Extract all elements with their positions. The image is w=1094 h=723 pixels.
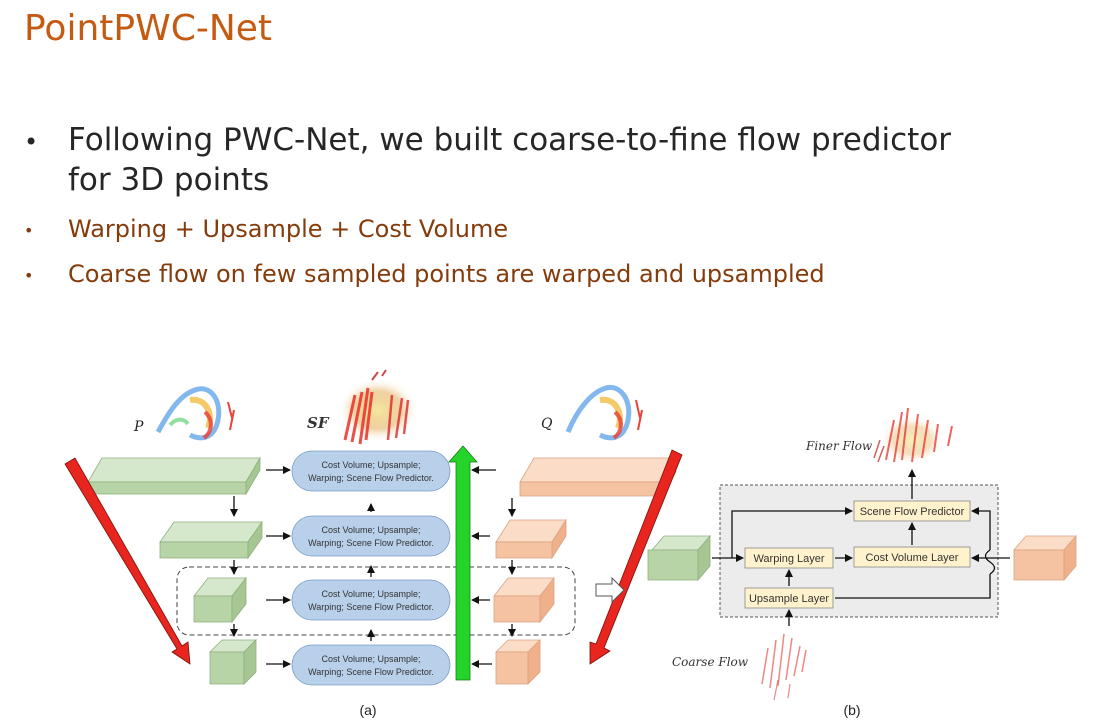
module-level-3: Cost Volume; Upsample; Warping; Scene Fl… <box>291 579 451 621</box>
module-connectors <box>712 469 1010 626</box>
scene-flow-predictor-label: Scene Flow Predictor <box>860 506 965 518</box>
module-text-line1: Cost Volume; Upsample; <box>321 589 420 599</box>
caption-a: (a) <box>359 702 376 718</box>
green-level-3 <box>193 576 247 624</box>
zoom-arrow <box>595 576 625 604</box>
level-highlight-box <box>176 566 576 636</box>
green-pyramid <box>87 456 263 685</box>
module-text-line1: Cost Volume; Upsample; <box>321 460 420 470</box>
green-level-4 <box>209 639 257 685</box>
scene-flow-predictor-box: Scene Flow Predictor <box>853 500 971 522</box>
label-coarse-flow: Coarse Flow <box>672 655 749 669</box>
output-orange-cube <box>1013 534 1077 582</box>
warping-layer-box: Warping Layer <box>744 547 834 569</box>
warping-layer-label: Warping Layer <box>753 553 824 565</box>
figure-a: P SF Q <box>64 369 683 718</box>
point-cloud-sf <box>338 369 418 445</box>
label-q: Q <box>541 416 553 432</box>
orange-level-3 <box>493 576 555 624</box>
orange-level-2 <box>495 518 567 560</box>
bullet-text: Warping + Upsample + Cost Volume <box>68 215 509 243</box>
coarse-flow-cloud <box>761 633 807 701</box>
bullet-text: Following PWC-Net, we built coarse-to-fi… <box>68 122 952 198</box>
connector-arrows <box>230 466 516 668</box>
label-finer-flow: Finer Flow <box>805 439 873 453</box>
label-sf: SF <box>307 414 330 432</box>
green-level-1 <box>87 456 261 496</box>
finer-flow-cloud <box>873 407 953 464</box>
label-p: P <box>133 419 144 435</box>
module-text-line2: Warping; Scene Flow Predictor. <box>308 667 434 677</box>
slide-title: PointPWC-Net <box>24 8 273 49</box>
orange-level-4 <box>495 639 541 685</box>
bullet-marker: • <box>24 266 34 285</box>
orange-pyramid <box>493 456 677 685</box>
caption-b: (b) <box>843 702 860 718</box>
bullet-marker: • <box>24 128 39 156</box>
input-green-cube <box>647 534 711 582</box>
red-arrow-right <box>589 449 683 665</box>
red-arrow-left <box>64 457 191 665</box>
module-level-4: Cost Volume; Upsample; Warping; Scene Fl… <box>291 644 451 686</box>
point-cloud-p <box>155 386 235 441</box>
cost-volume-layer-box: Cost Volume Layer <box>853 546 971 568</box>
green-arrow <box>448 445 478 681</box>
orange-level-1 <box>519 456 677 498</box>
module-text-line2: Warping; Scene Flow Predictor. <box>308 602 434 612</box>
bullet-text: Coarse flow on few sampled points are wa… <box>68 260 825 288</box>
module-level-1: Cost Volume; Upsample; Warping; Scene Fl… <box>291 450 451 492</box>
point-cloud-q <box>565 384 643 441</box>
module-text-line1: Cost Volume; Upsample; <box>321 525 420 535</box>
module-text-line1: Cost Volume; Upsample; <box>321 654 420 664</box>
upsample-layer-box: Upsample Layer <box>744 587 834 609</box>
module-level-2: Cost Volume; Upsample; Warping; Scene Fl… <box>291 515 451 557</box>
module-text-line2: Warping; Scene Flow Predictor. <box>308 538 434 548</box>
green-level-2 <box>159 520 263 560</box>
upsample-layer-label: Upsample Layer <box>749 593 829 605</box>
module-text-line2: Warping; Scene Flow Predictor. <box>308 473 434 483</box>
cost-volume-layer-label: Cost Volume Layer <box>866 552 959 564</box>
figure-b: Finer Flow Coarse Flow Scene Flow Predic… <box>647 407 1077 718</box>
bullet-marker: • <box>24 221 34 240</box>
